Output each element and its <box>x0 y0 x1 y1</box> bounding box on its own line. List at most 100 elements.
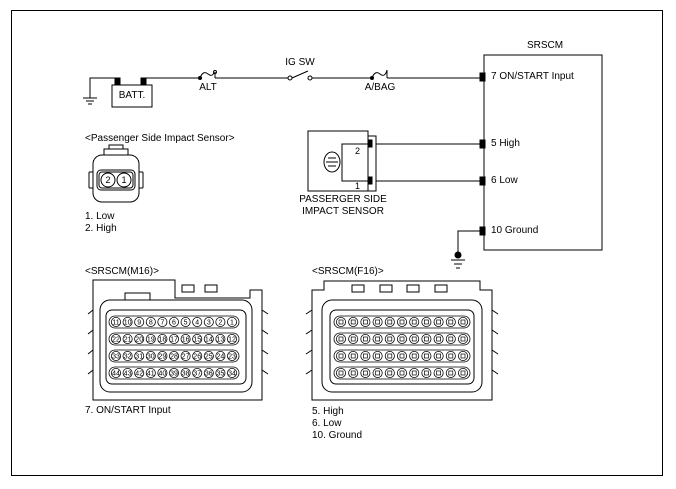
f16-pin-square <box>363 353 368 359</box>
m16-pin-label: 8 <box>149 320 153 327</box>
f16-pin <box>348 350 359 361</box>
f16-pin-square <box>338 336 344 342</box>
f16-pin <box>360 367 371 378</box>
sensor-pin-2-label: 2 <box>355 146 361 156</box>
m16-pin <box>157 316 168 327</box>
m16-pin <box>192 316 203 327</box>
f16-pin-square <box>338 319 344 325</box>
f16-pin-square <box>460 370 466 376</box>
m16-pin-label: 29 <box>159 354 167 361</box>
m16-pin <box>203 350 214 361</box>
m16-pin <box>192 367 203 378</box>
f16-row <box>333 366 471 380</box>
f16-pin-square <box>448 336 454 342</box>
m16-pin <box>145 316 156 327</box>
m16-connector-drawing <box>87 279 269 401</box>
m16-pin <box>215 350 226 361</box>
m16-pin <box>215 316 226 327</box>
m16-pin-label: 4 <box>195 320 199 327</box>
m16-pin <box>134 333 145 344</box>
m16-pin-label: 20 <box>135 337 143 344</box>
f16-pin-square <box>375 336 380 342</box>
m16-pin-label: 38 <box>182 371 190 378</box>
m16-pin-label: 6 <box>172 320 176 327</box>
f16-pin <box>433 367 444 378</box>
m16-pin-label: 18 <box>159 337 167 344</box>
m16-pin-label: 26 <box>193 354 201 361</box>
f16-pin <box>445 367 456 378</box>
f16-pin-square <box>436 336 441 342</box>
ig-switch-symbol <box>287 75 293 81</box>
f16-pin-square <box>399 336 405 342</box>
f16-pin <box>348 316 359 327</box>
f16-pin <box>384 350 395 361</box>
f16-connector-title: <SRSCM(F16)> <box>312 266 384 277</box>
f16-pin-square <box>411 370 417 376</box>
sensor-connector-drawing <box>88 144 144 203</box>
f16-pin-square <box>448 319 454 325</box>
m16-pin-label: 19 <box>147 337 155 344</box>
f16-pin <box>433 333 444 344</box>
f16-pin-square <box>350 353 356 359</box>
diagram-frame <box>11 10 663 476</box>
m16-pin-label: 21 <box>124 337 132 344</box>
m16-pin-label: 41 <box>147 371 155 378</box>
m16-pin-label: 5 <box>184 320 188 327</box>
f16-pin-square <box>363 370 368 376</box>
m16-pin-label: 35 <box>217 371 225 378</box>
m16-pin-label: 3 <box>207 320 211 327</box>
sensor-element-symbol <box>323 151 341 173</box>
fuse-alt-label: ALT <box>199 82 217 93</box>
m16-pin-label: 10 <box>124 320 132 327</box>
m16-pin <box>134 350 145 361</box>
m16-pin <box>168 333 179 344</box>
m16-pin-label: 16 <box>182 337 190 344</box>
f16-pin <box>372 316 383 327</box>
f16-pin <box>335 333 346 344</box>
battery <box>111 84 153 108</box>
m16-pin-label: 39 <box>170 371 178 378</box>
f16-pin-square <box>399 319 405 325</box>
m16-pin-label: 40 <box>159 371 167 378</box>
f16-pin-square <box>387 319 393 325</box>
f16-pin <box>335 367 346 378</box>
f16-pin <box>409 333 420 344</box>
f16-pin <box>348 367 359 378</box>
m16-pin <box>203 316 214 327</box>
f16-pin-square <box>399 370 405 376</box>
f16-legend-3: 10. Ground <box>312 430 363 441</box>
m16-pin <box>111 367 122 378</box>
m16-pin <box>122 316 133 327</box>
m16-pin-label: 2 <box>218 320 222 327</box>
f16-pin-square <box>436 370 441 376</box>
f16-pin <box>409 350 420 361</box>
f16-pin-square <box>375 319 380 325</box>
f16-pin <box>421 367 432 378</box>
f16-pin <box>421 350 432 361</box>
f16-pin <box>360 316 371 327</box>
m16-pin-label: 37 <box>193 371 201 378</box>
m16-pin <box>122 333 133 344</box>
m16-pin-label: 22 <box>112 337 120 344</box>
fuse-abag-symbol <box>371 69 388 79</box>
ig-switch-label: IG SW <box>285 57 315 68</box>
m16-pin <box>192 350 203 361</box>
f16-pin-square <box>338 353 344 359</box>
battery-ground-wire <box>89 77 116 98</box>
f16-pin <box>348 333 359 344</box>
f16-pin-square <box>375 370 380 376</box>
f16-pin <box>396 350 407 361</box>
f16-pin <box>360 350 371 361</box>
srscm-box <box>483 54 603 251</box>
m16-pin <box>145 333 156 344</box>
m16-pin <box>215 333 226 344</box>
m16-pin <box>168 316 179 327</box>
f16-pin <box>372 333 383 344</box>
f16-pin-square <box>424 353 429 359</box>
f16-pin <box>372 367 383 378</box>
m16-pin <box>215 367 226 378</box>
fuse-abag-label: A/BAG <box>364 82 396 93</box>
f16-row <box>333 332 471 346</box>
m16-pin <box>168 350 179 361</box>
f16-pin-square <box>448 370 454 376</box>
